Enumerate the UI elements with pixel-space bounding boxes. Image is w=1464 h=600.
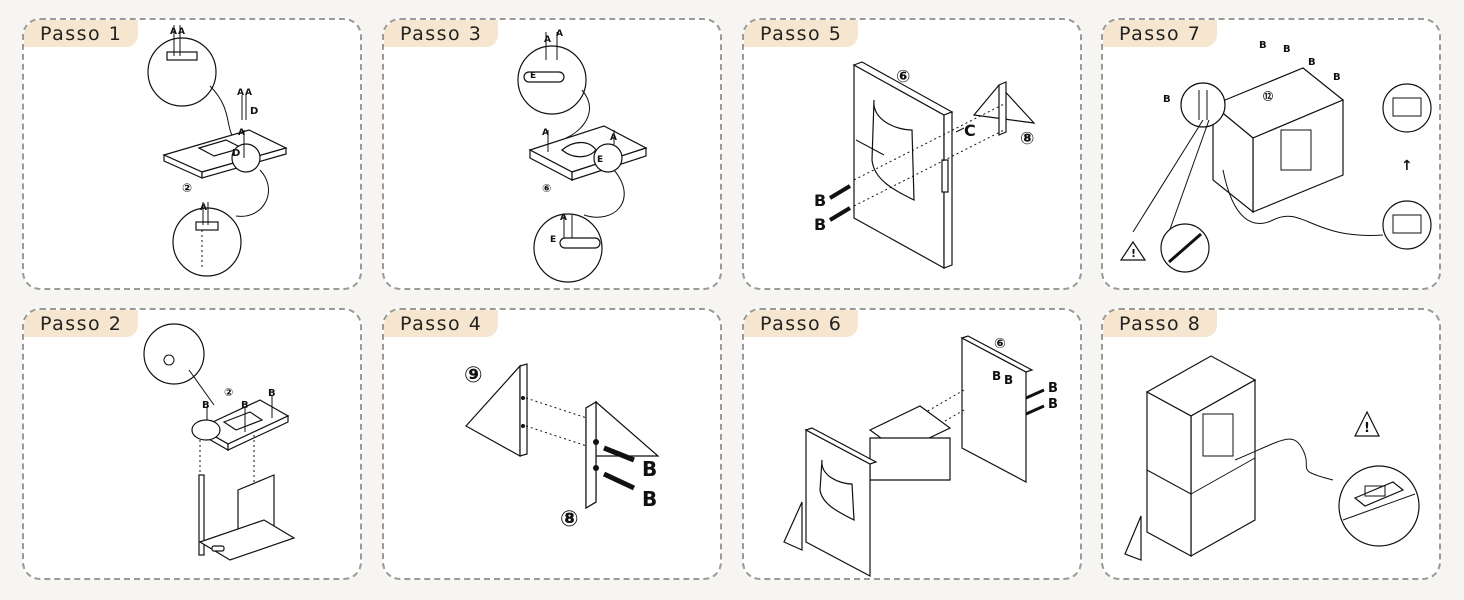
step-8-label: Passo 8 — [1103, 310, 1218, 337]
step-8-diagram: ! — [1124, 355, 1420, 561]
svg-text:A: A — [170, 27, 177, 37]
step-3-label: Passo 3 — [384, 20, 499, 47]
svg-text:!: ! — [1364, 421, 1370, 436]
step-7-panel: ⑫ B B B B B ! ↑ Passo 7 — [1101, 18, 1441, 290]
step-5-panel: ⑥ ⑧ C B B Passo 5 — [742, 18, 1082, 290]
svg-text:B: B — [1048, 397, 1058, 412]
step-1-label: Passo 1 — [24, 20, 139, 47]
step-2-panel: ② B B B Passo 2 — [22, 308, 362, 580]
step-1-diagram: A A A A D A D ② A — [147, 25, 288, 277]
step-4-panel: ⑨ B B ⑧ Passo 4 — [382, 308, 722, 580]
svg-text:B: B — [268, 388, 276, 399]
svg-text:⑧: ⑧ — [1020, 129, 1034, 149]
svg-text:⑫: ⑫ — [1263, 90, 1273, 103]
step-5-diagram: ⑥ ⑧ C B B — [814, 61, 1036, 270]
svg-text:B: B — [992, 369, 1001, 383]
step-5-label: Passo 5 — [744, 20, 859, 47]
step-6-diagram: ⑥ B B B B — [783, 335, 1058, 577]
svg-text:B: B — [1283, 44, 1291, 55]
svg-text:E: E — [530, 71, 536, 81]
svg-text:E: E — [550, 235, 556, 245]
step-2-label: Passo 2 — [24, 310, 139, 337]
step-8-panel: ! Passo 8 — [1101, 308, 1441, 580]
step-6-label: Passo 6 — [744, 310, 859, 337]
svg-text:A: A — [610, 133, 617, 143]
step-4-diagram: ⑨ B B ⑧ — [464, 363, 660, 532]
svg-text:⑨: ⑨ — [464, 363, 483, 388]
svg-text:B: B — [814, 191, 826, 210]
svg-text:A: A — [178, 27, 185, 37]
svg-text:D: D — [250, 106, 258, 117]
svg-text:⑧: ⑧ — [560, 507, 579, 532]
svg-text:B: B — [241, 400, 249, 411]
step-7-label: Passo 7 — [1103, 20, 1218, 47]
svg-text:⑥: ⑥ — [994, 336, 1006, 352]
step-7-diagram: ⑫ B B B B B ! ↑ — [1119, 40, 1432, 273]
svg-text:B: B — [1163, 94, 1171, 105]
svg-text:B: B — [1259, 40, 1267, 51]
svg-text:⑥: ⑥ — [542, 182, 551, 195]
svg-text:②: ② — [182, 181, 192, 195]
step-3-panel: A A E A A E ⑥ A E Passo 3 — [382, 18, 722, 290]
svg-text:A: A — [200, 203, 207, 213]
step-1-panel: A A A A D A D ② A Passo 1 — [22, 18, 362, 290]
svg-text:B: B — [1048, 381, 1058, 396]
svg-text:A: A — [556, 29, 563, 39]
svg-text:A: A — [560, 213, 567, 223]
warning-triangle-icon — [1354, 410, 1380, 437]
svg-text:A: A — [542, 128, 549, 138]
step-3-diagram: A A E A A E ⑥ A E — [517, 29, 648, 283]
svg-text:D: D — [232, 148, 240, 159]
svg-text:E: E — [597, 155, 603, 165]
svg-text:B: B — [814, 215, 826, 234]
step-4-label: Passo 4 — [384, 310, 499, 337]
svg-text:B: B — [642, 457, 657, 481]
svg-text:B: B — [1333, 72, 1341, 83]
svg-text:C: C — [964, 121, 976, 140]
warning-triangle-icon — [1119, 240, 1147, 261]
svg-text:A: A — [238, 128, 245, 138]
svg-text:B: B — [642, 487, 657, 511]
svg-text:B: B — [1308, 57, 1316, 68]
svg-text:!: ! — [1131, 247, 1136, 260]
svg-text:②: ② — [224, 386, 233, 399]
step-2-diagram: ② B B B — [143, 323, 296, 561]
svg-text:⑥: ⑥ — [896, 67, 910, 87]
svg-text:B: B — [1004, 373, 1013, 387]
svg-text:A: A — [237, 88, 244, 98]
svg-text:↑: ↑ — [1401, 158, 1413, 174]
svg-text:A: A — [245, 88, 252, 98]
svg-text:B: B — [202, 400, 210, 411]
step-6-panel: ⑥ B B B B Passo 6 — [742, 308, 1082, 580]
svg-text:A: A — [544, 35, 551, 45]
